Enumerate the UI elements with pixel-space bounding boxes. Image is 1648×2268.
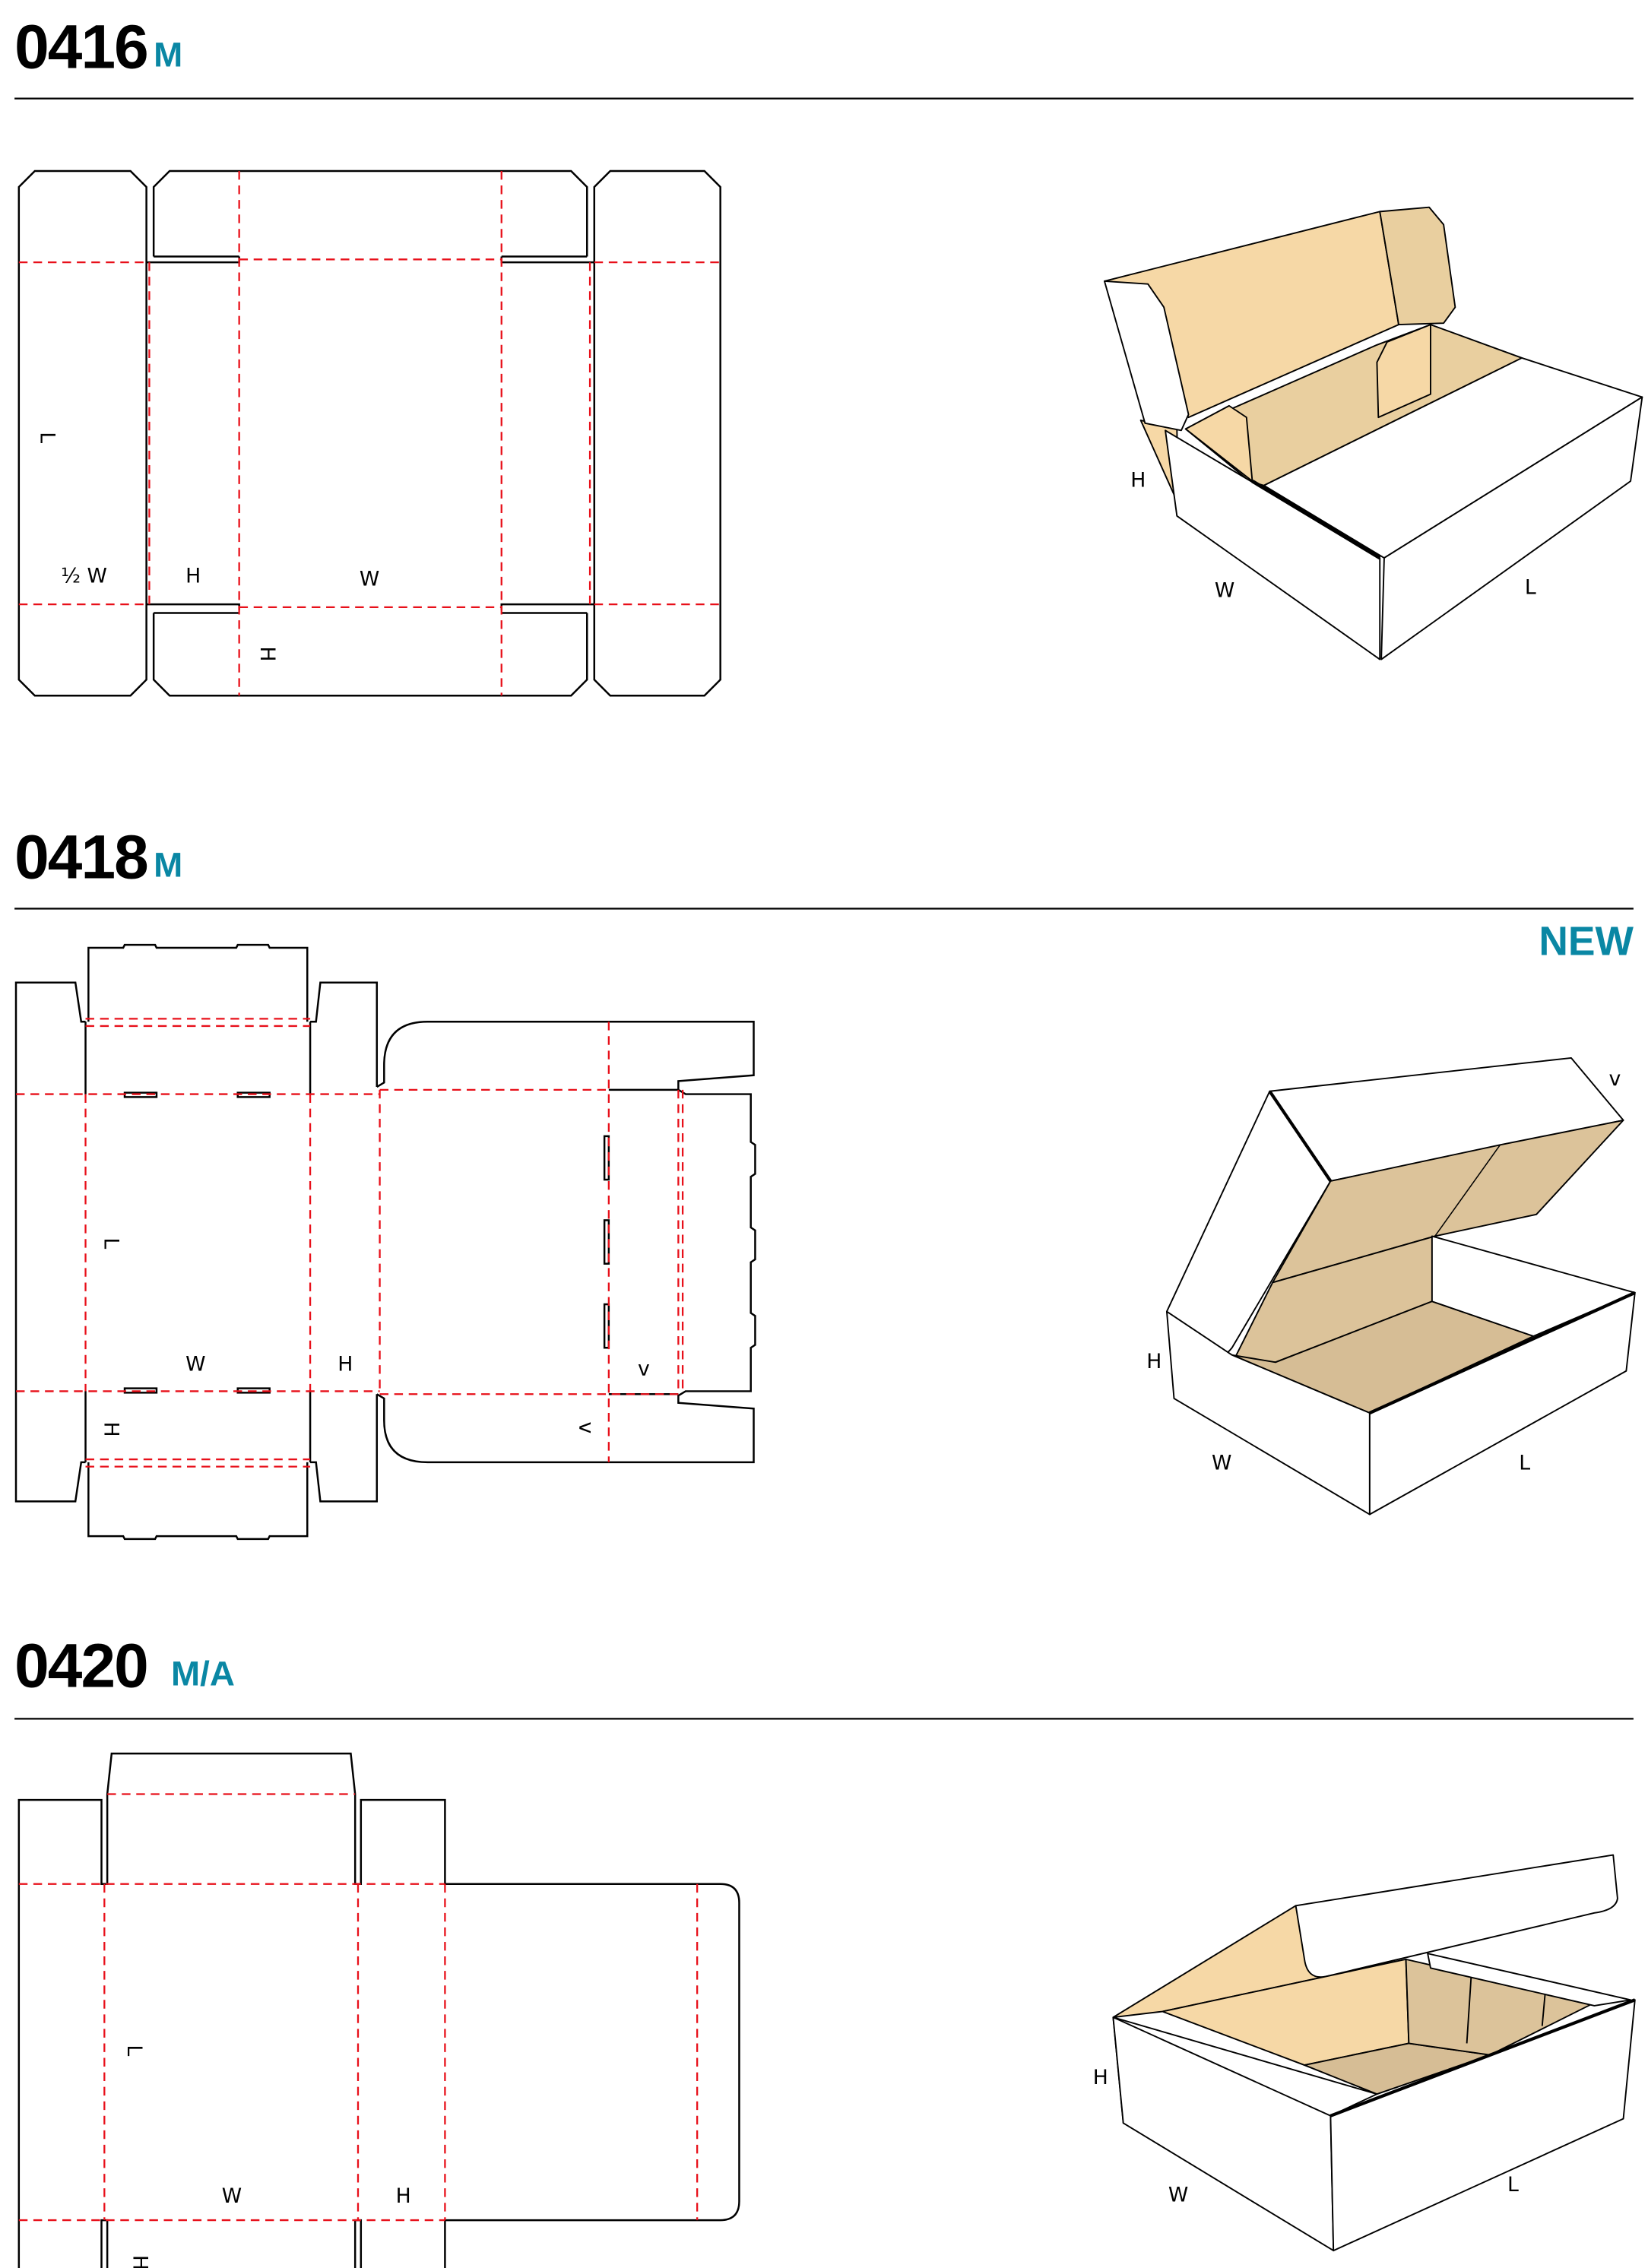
dim-label-w: W: [360, 567, 379, 591]
right-inner-wall: [1431, 1235, 1636, 1337]
top-rim: [1427, 1953, 1632, 2007]
dim-label-w: W: [222, 2184, 242, 2208]
box-illustration-0416: H W L: [1103, 206, 1643, 660]
section-0418: 0418 M NEW L W H H v v: [14, 822, 1636, 1541]
crease-lines: [18, 170, 721, 696]
dim-label-half-w: ½ W: [61, 564, 107, 588]
box-label-h: H: [1093, 2066, 1108, 2089]
section-suffix: M/A: [171, 1655, 235, 1693]
section-0416: 0416 M ½ W H W L H: [14, 13, 1643, 697]
inner-flap-right: [1376, 324, 1431, 419]
left-panel-cut: [14, 981, 86, 1503]
dim-label-h-rotated: H: [128, 2255, 151, 2268]
lid-cut: [376, 1020, 756, 1464]
crease-lines: [18, 1793, 699, 2222]
box-label-v: v: [1608, 1067, 1621, 1091]
bottom-flap-cut: [152, 612, 588, 697]
section-code: 0420: [14, 1631, 147, 1700]
edge-highlight: [1251, 479, 1381, 560]
top-flap-cut: [152, 169, 588, 258]
outline-cut: [17, 1752, 740, 2268]
dim-label-h: H: [338, 1353, 353, 1376]
left-panel-cut: [17, 169, 147, 697]
box-label-h: H: [1146, 1350, 1162, 1373]
lid-inner-cut: [608, 1088, 679, 1395]
dieline-0420: L W H H: [17, 1752, 740, 2268]
box-label-w: W: [1215, 579, 1234, 603]
dieline-0416: ½ W H W L H: [17, 169, 721, 697]
box-illustration-0418: H W L v: [1146, 1056, 1636, 1516]
inner-flap-left: [1184, 404, 1253, 482]
dim-label-h: H: [185, 564, 201, 588]
lid-side-flap: [1379, 206, 1456, 326]
section-0420: 0420 M/A L W H H H W L: [14, 1631, 1636, 2268]
crease-lines: [16, 1018, 684, 1468]
new-badge: NEW: [1539, 920, 1634, 965]
top-flap-cut: [87, 943, 309, 1022]
box-label-l: L: [1507, 2173, 1519, 2197]
section-code: 0416: [14, 13, 147, 82]
side-panel-cut: [310, 981, 379, 1503]
column-cut: [84, 1022, 312, 1462]
lid-top: [1295, 1854, 1618, 1978]
dim-label-h: H: [396, 2184, 411, 2208]
dim-label-w: W: [185, 1353, 205, 1376]
section-suffix: M: [154, 846, 182, 885]
dim-label-v: v: [638, 1357, 650, 1380]
box-label-w: W: [1168, 2183, 1188, 2206]
box-label-l: L: [1519, 1451, 1530, 1475]
side-face: [1380, 396, 1643, 660]
box-illustration-0420: H W L: [1093, 1854, 1636, 2252]
dim-label-l: L: [35, 432, 59, 443]
dim-label-l: L: [99, 1237, 122, 1249]
box-label-h: H: [1130, 469, 1146, 493]
dim-label-v-rotated: v: [575, 1421, 598, 1433]
section-suffix: M: [154, 36, 182, 74]
dim-label-h-rotated: H: [99, 1421, 122, 1437]
dim-label-h-rotated: H: [255, 646, 279, 661]
box-label-l: L: [1525, 576, 1536, 600]
lock-slots: [123, 1091, 610, 1394]
bottom-flap-cut: [87, 1462, 309, 1541]
section-code: 0418: [14, 822, 147, 892]
lid-end-flap: [1103, 280, 1190, 432]
right-panel-cut: [593, 169, 721, 697]
box-label-w: W: [1212, 1451, 1231, 1475]
dim-label-l: L: [122, 2045, 146, 2056]
dieline-0418: L W H H v v: [14, 943, 756, 1541]
